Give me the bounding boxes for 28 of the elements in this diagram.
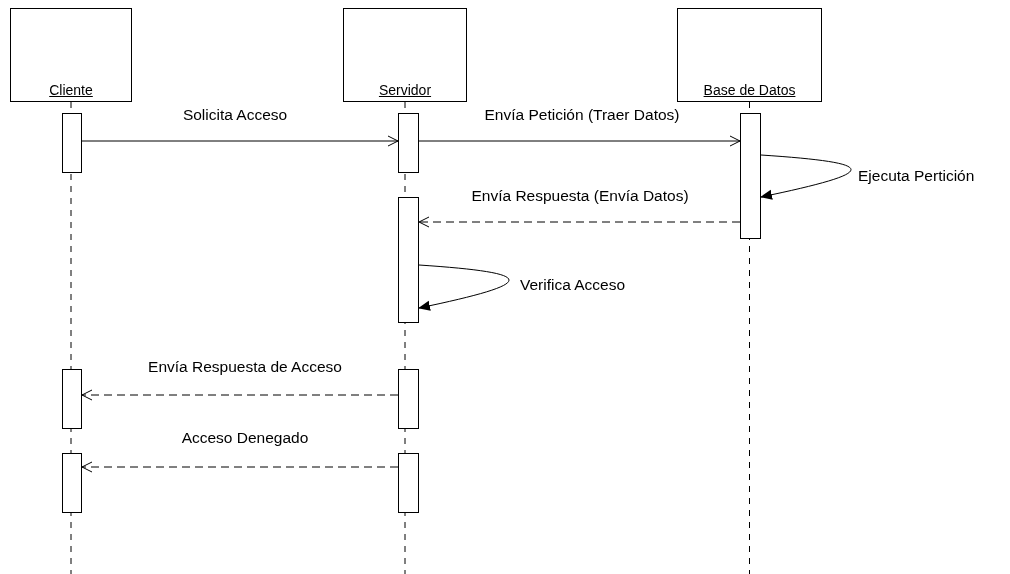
activation-bar xyxy=(398,453,419,513)
message-label: Solicita Acceso xyxy=(182,106,288,124)
object-box xyxy=(10,8,132,102)
message-label: Envía Respuesta (Envía Datos) xyxy=(471,187,689,205)
self-message-arrow xyxy=(760,154,852,200)
activation-bar xyxy=(398,197,419,323)
return-message-arrow xyxy=(81,389,399,401)
message-label: Envía Respuesta de Acceso xyxy=(148,358,342,376)
object-box xyxy=(343,8,467,102)
object-name: Cliente xyxy=(49,82,93,98)
message-label: Acceso Denegado xyxy=(181,429,309,447)
object-name: Base de Datos xyxy=(703,82,796,98)
self-message-arrow xyxy=(418,264,510,311)
return-message-arrow xyxy=(81,461,399,473)
return-message-arrow xyxy=(418,216,741,228)
message-arrow xyxy=(418,135,741,147)
activation-bar xyxy=(398,113,419,173)
activation-bar xyxy=(62,369,82,429)
activation-bar xyxy=(740,113,761,239)
message-label: Verifica Acceso xyxy=(520,276,626,294)
activation-bar xyxy=(62,453,82,513)
message-label: Ejecuta Pertición xyxy=(858,167,975,185)
object-box xyxy=(677,8,822,102)
message-arrow xyxy=(81,135,399,147)
activation-bar xyxy=(398,369,419,429)
message-label: Envía Petición (Traer Datos) xyxy=(484,106,680,124)
activation-bar xyxy=(62,113,82,173)
object-name: Servidor xyxy=(378,82,432,98)
